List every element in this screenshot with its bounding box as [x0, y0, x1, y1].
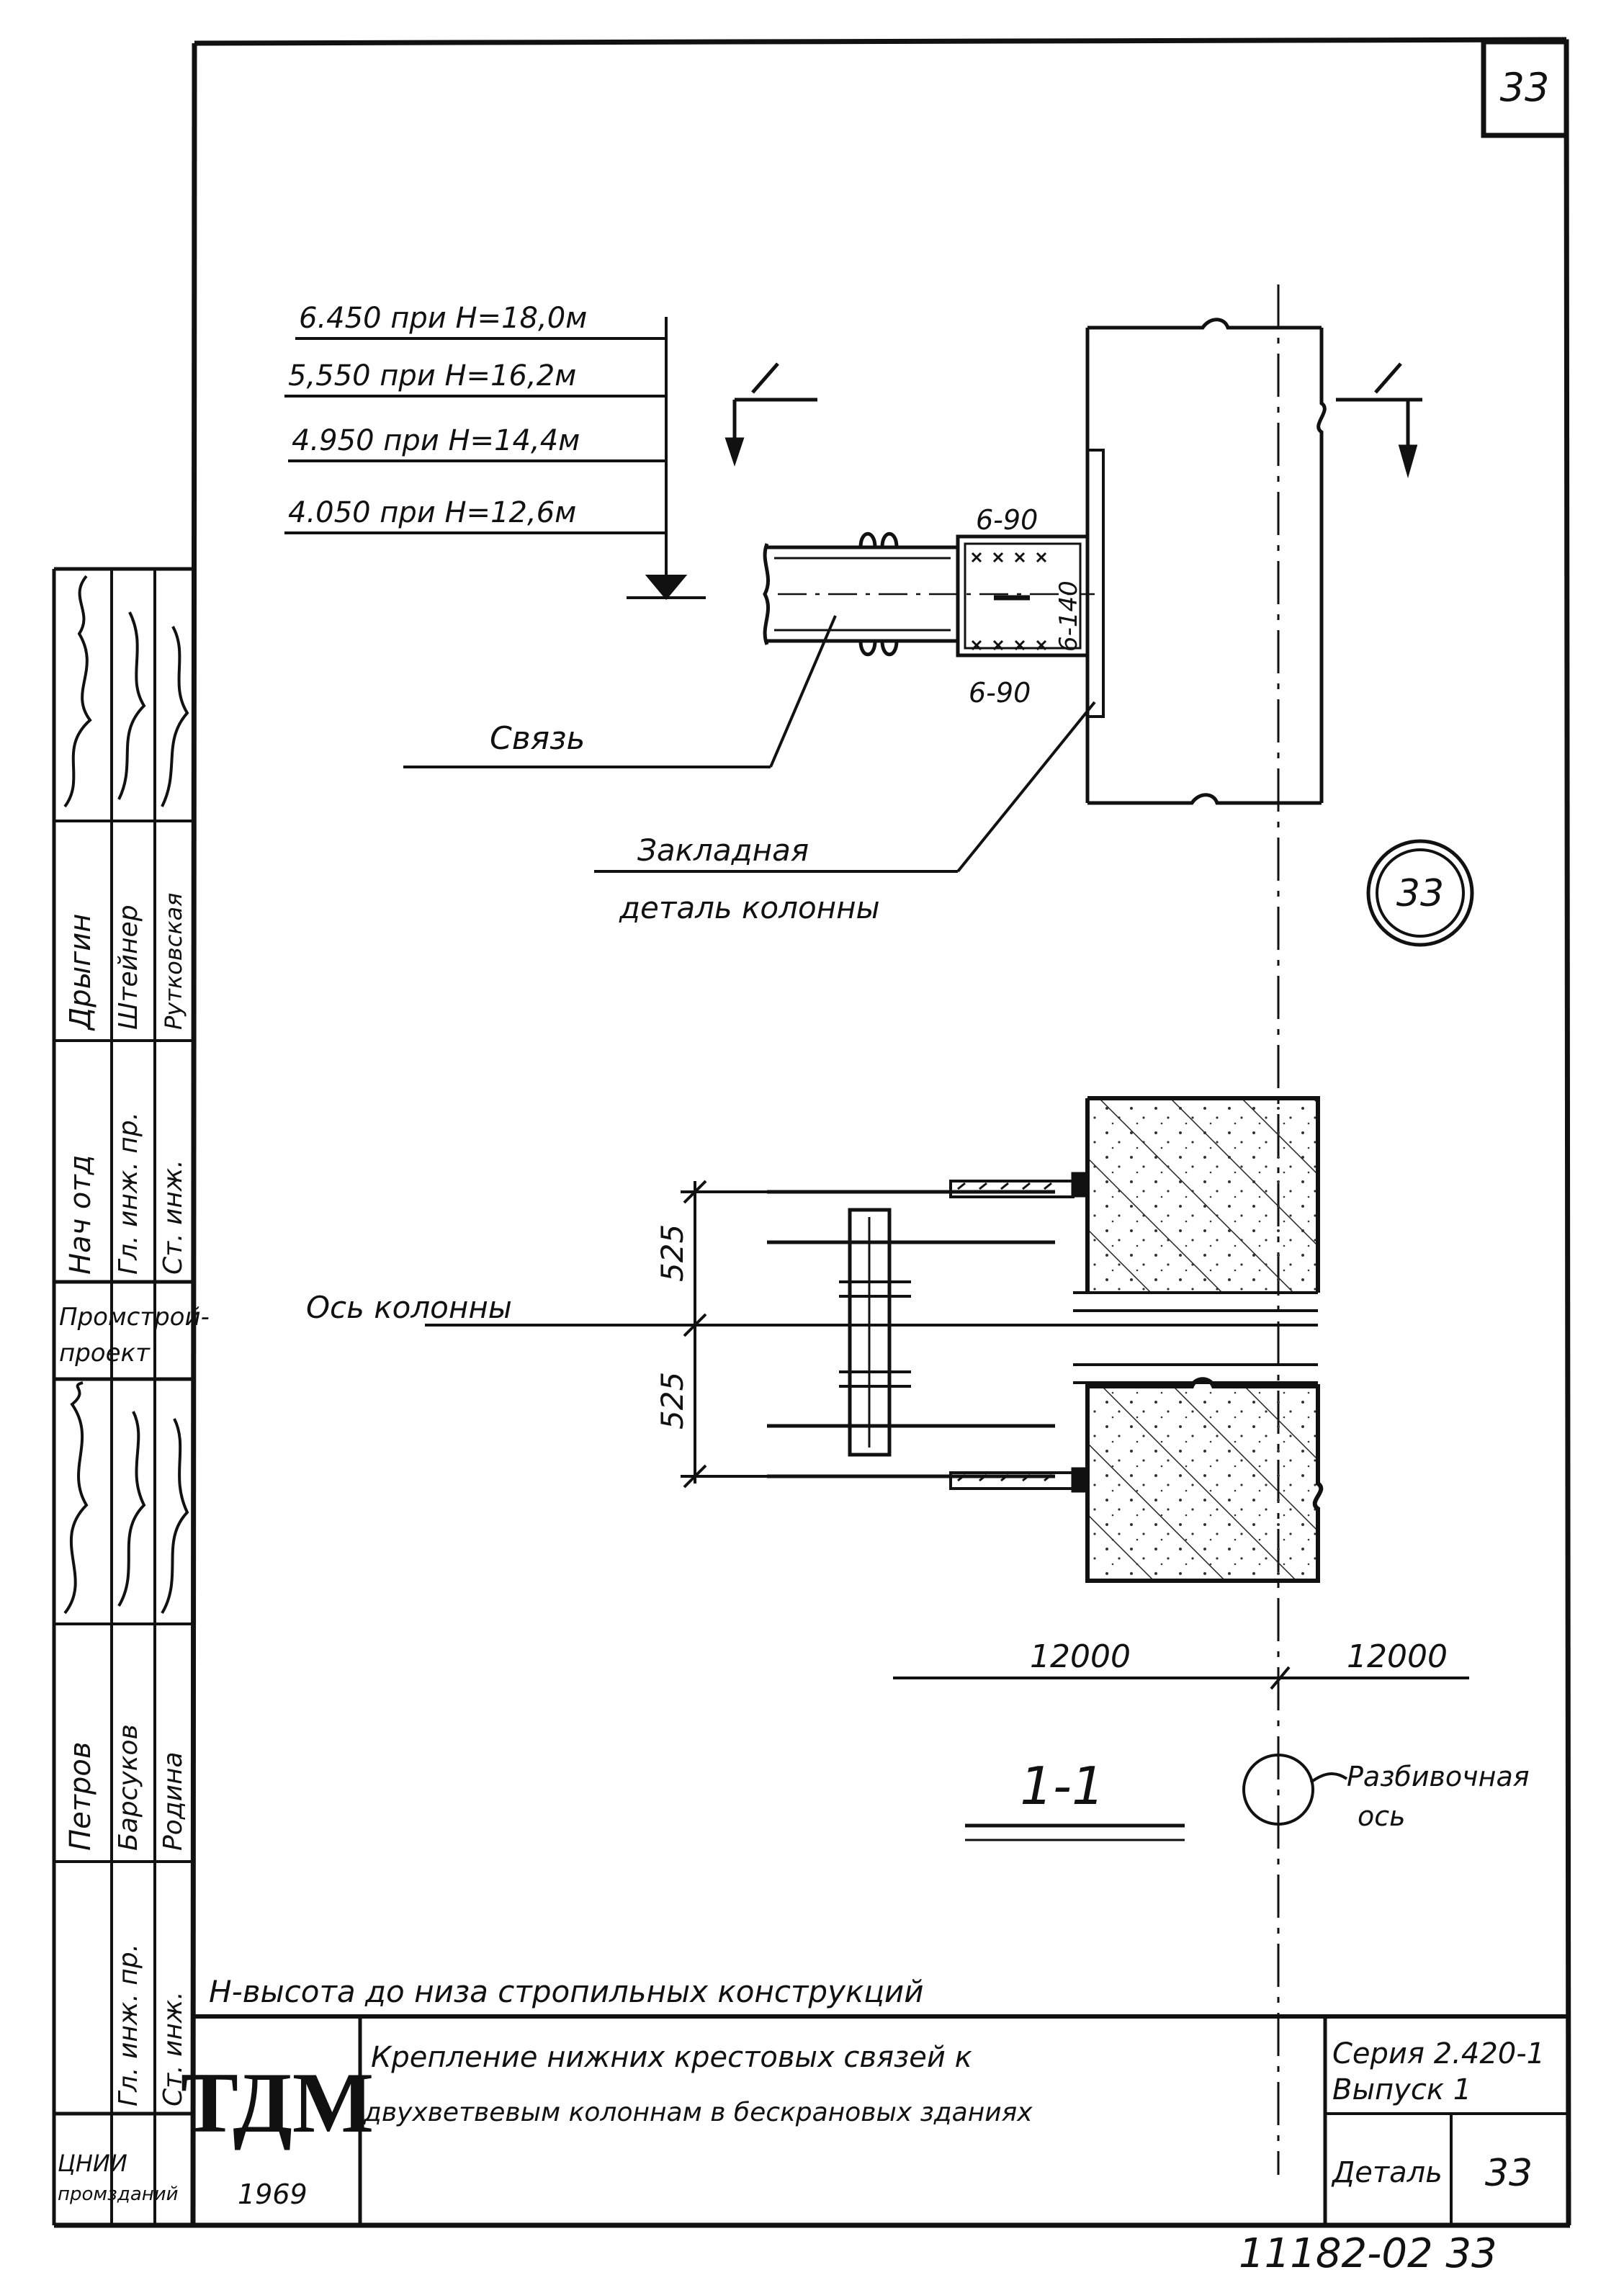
dim-upper: 525 — [655, 1224, 690, 1282]
level-16: 5,550 при Н=16,2м — [288, 359, 576, 392]
section-title: 1-1 — [965, 1756, 1185, 1841]
embedded-label-2: деталь колонны — [619, 890, 880, 925]
name-shteiner: Штейнер — [114, 905, 143, 1030]
embedded-label-1: Закладная — [637, 832, 809, 868]
section-cut-mark-left — [724, 362, 817, 467]
grid-axis-label-2: ось — [1358, 1800, 1406, 1832]
sheet-number: 33 — [1500, 65, 1550, 110]
level-marker-icon — [627, 575, 706, 601]
footer-number: 11182-02 33 — [1239, 2230, 1497, 2277]
signature-scribbles-lower — [63, 1381, 189, 1615]
level-12: 4.050 при Н=12,6м — [288, 496, 576, 529]
section-braces — [767, 1172, 1090, 1493]
level-18: 6.450 при Н=18,0м — [299, 302, 587, 335]
embedded-plate — [1086, 449, 1105, 718]
column-axis-section: Ось колонны — [306, 1290, 1318, 1327]
signature-scribbles-upper — [63, 575, 189, 808]
span-right: 12000 — [1347, 1638, 1448, 1675]
name-barsukov: Барсуков — [114, 1724, 143, 1851]
position-gl-inzh-pr: Гл. инж. пр. — [114, 1112, 143, 1275]
weld-bottom: 6-90 — [969, 677, 1031, 709]
side-strip — [52, 567, 194, 2225]
stamp-title-line-2: двухветвевым колоннам в бескрановых здан… — [363, 2098, 1033, 2127]
brace-member — [763, 531, 1095, 657]
name-petrov: Петров — [64, 1742, 97, 1851]
side-strip-upper: Нач отд Гл. инж. пр. Ст. инж. Дрыгин Ште… — [59, 575, 210, 1368]
sheet-number-box: 33 — [1481, 39, 1569, 138]
name-drygin: Дрыгин — [64, 914, 97, 1031]
stamp-title-line-1: Крепление нижних крестовых связей к — [371, 2041, 972, 2074]
org-promstroy-2: проект — [59, 1339, 151, 1368]
org-tsnii-1: ЦНИИ — [58, 2150, 127, 2177]
stamp-issue: Выпуск 1 — [1332, 2073, 1471, 2106]
sheet-frame — [54, 37, 1571, 2228]
dim-lower: 525 — [655, 1372, 690, 1430]
level-14: 4.950 при Н=14,4м — [292, 424, 580, 457]
stamp-detail-label: Деталь — [1331, 2156, 1443, 2189]
weld-top: 6-90 — [976, 504, 1038, 536]
detail-bubble: 33 — [1366, 839, 1474, 947]
member-labels: Связь Закладная деталь колонны — [403, 615, 1096, 925]
position-nach-otd: Нач отд — [64, 1155, 97, 1275]
span-dimensions: 12000 12000 — [893, 1638, 1469, 1690]
stamp-detail-number: 33 — [1485, 2152, 1533, 2195]
section-title-text: 1-1 — [1020, 1756, 1105, 1816]
level-callouts: 6.450 при Н=18,0м 5,550 при Н=16,2м 4.95… — [284, 302, 706, 601]
logo-tdm: ТДМ — [181, 2055, 374, 2150]
section-concrete — [1073, 1096, 1324, 1583]
position-st-inzh: Ст. инж. — [158, 1159, 188, 1275]
brace-label: Связь — [490, 720, 585, 757]
span-left: 12000 — [1030, 1638, 1131, 1675]
stamp-year: 1969 — [238, 2178, 308, 2210]
org-promstroy-1: Промстрой- — [59, 1303, 210, 1332]
detail-bubble-number: 33 — [1396, 872, 1444, 915]
column-axis-label: Ось колонны — [306, 1290, 512, 1325]
name-rutkovskaya: Рутковская — [160, 893, 187, 1030]
side-strip-lower: Гл. инж. пр. Ст. инж. Петров Барсуков Ро… — [58, 1381, 189, 2205]
note-height: Н-высота до низа стропильных конструкций — [209, 1974, 924, 2009]
position-gl-inzh-pr-2: Гл. инж. пр. — [114, 1944, 143, 2106]
position-st-inzh-2: Ст. инж. — [158, 1991, 188, 2106]
dimension-chain — [681, 1180, 771, 1489]
weld-labels: 6-90 6-140 6-90 — [969, 504, 1083, 709]
section-cut-mark-right — [1336, 362, 1422, 479]
title-block — [194, 2014, 1570, 2225]
grid-axis-label-1: Разбивочная — [1347, 1761, 1530, 1792]
stamp-series: Серия 2.420-1 — [1332, 2037, 1545, 2070]
grid-axis-marker: Разбивочная ось — [1242, 1754, 1530, 1832]
name-rodina: Родина — [158, 1751, 188, 1851]
weld-side: 6-140 — [1054, 580, 1083, 652]
org-tsnii-2: промзданий — [58, 2183, 179, 2205]
